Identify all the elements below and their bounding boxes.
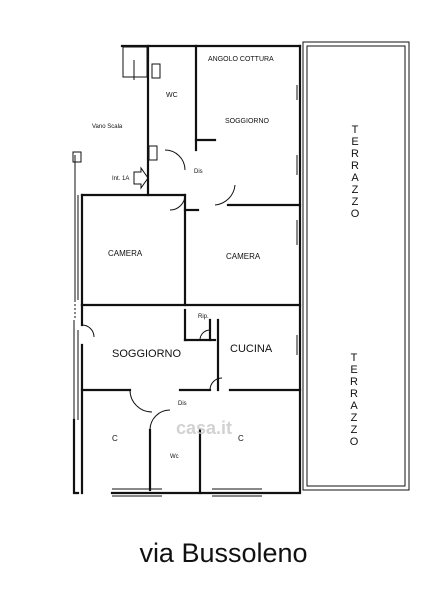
label-camera-left: CAMERA [108, 249, 143, 258]
label-camera-right: CAMERA [226, 252, 261, 261]
label-dis-top: Dis [194, 169, 203, 175]
watermark: casa.it [176, 418, 233, 438]
floor-plan [72, 41, 410, 497]
label-c-right: C [238, 434, 244, 443]
label-int: Int. 1A [112, 176, 130, 182]
label-soggiorno-top: SOGGIORNO [225, 118, 269, 125]
label-cucina: CUCINA [230, 343, 273, 355]
label-terrazzo-bottom: TERRAZZO [349, 352, 359, 448]
label-angolo-cottura: ANGOLO COTTURA [208, 56, 274, 63]
label-wc-bottom: Wc [170, 454, 179, 460]
label-soggiorno-bottom: SOGGIORNO [112, 348, 182, 360]
label-rip: Rip. [198, 314, 209, 320]
label-wc-top: WC [166, 92, 178, 99]
address-caption: via Bussoleno [139, 538, 308, 568]
label-terrazzo-top: TERRAZZO [350, 124, 360, 220]
label-dis-bottom: Dis [178, 401, 187, 407]
label-c-left: C [112, 434, 118, 443]
label-vano-scala: Vano Scala [92, 124, 123, 130]
